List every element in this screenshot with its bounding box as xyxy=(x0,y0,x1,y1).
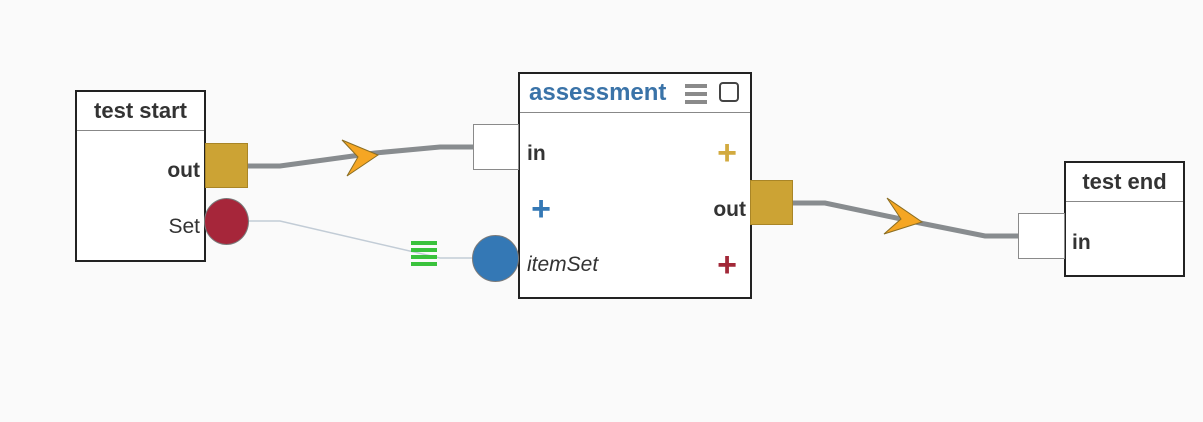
port-label-in: in xyxy=(527,142,546,165)
port-out[interactable] xyxy=(750,180,793,225)
node-test-start[interactable]: test start out Set xyxy=(75,90,206,262)
plus-icon[interactable]: + xyxy=(717,246,737,284)
node-title: test end xyxy=(1066,163,1183,202)
plus-icon[interactable]: + xyxy=(531,190,551,228)
port-itemset[interactable] xyxy=(472,235,519,282)
edge-start-to-assessment[interactable] xyxy=(247,144,474,169)
port-label-out: out xyxy=(167,159,200,182)
port-label-out: out xyxy=(713,198,746,221)
port-set[interactable] xyxy=(204,198,249,245)
node-title: test start xyxy=(77,92,204,131)
port-label-set: Set xyxy=(168,215,200,238)
port-out[interactable] xyxy=(205,143,248,188)
node-header: assessment xyxy=(520,74,750,113)
hamburger-menu-icon[interactable] xyxy=(685,84,707,104)
checkbox-icon[interactable] xyxy=(719,82,739,102)
plus-icon[interactable]: + xyxy=(717,134,737,172)
edge-set-to-itemset[interactable] xyxy=(247,220,474,259)
port-in[interactable] xyxy=(473,124,519,170)
arrowhead-icon xyxy=(883,197,924,235)
port-label-in: in xyxy=(1072,231,1091,254)
port-label-itemset: itemSet xyxy=(527,253,599,276)
node-assessment[interactable]: assessment in + + out itemSet + xyxy=(518,72,752,299)
list-icon[interactable] xyxy=(411,241,437,266)
node-title: assessment xyxy=(529,79,667,106)
node-test-end[interactable]: test end in xyxy=(1064,161,1185,277)
port-in[interactable] xyxy=(1018,213,1065,259)
arrowhead-icon xyxy=(341,139,380,177)
